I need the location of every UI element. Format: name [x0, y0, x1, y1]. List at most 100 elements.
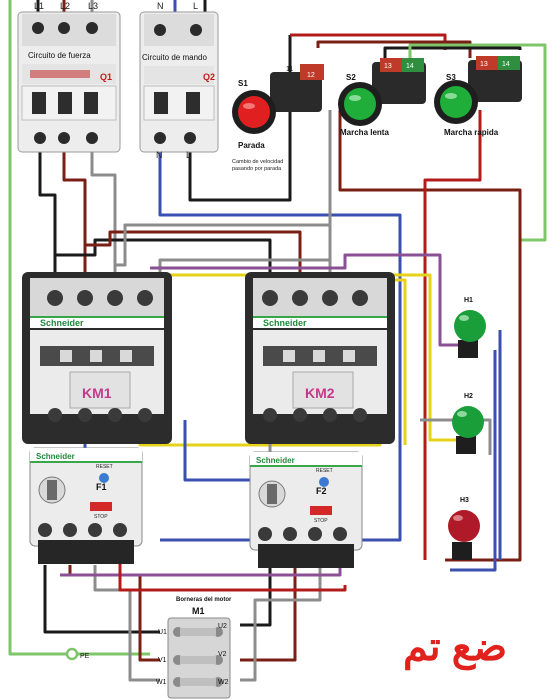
overload-relay-f2-stop: STOP [314, 518, 328, 524]
note-line-1: Cambio de velocidad [232, 159, 283, 165]
pushbutton-s1[interactable]: S1 11 12 Parada [232, 64, 324, 150]
pushbutton-s3[interactable]: S3 13 14 Marcha rapida [434, 56, 522, 137]
pushbutton-s3-label: Marcha rapida [444, 128, 499, 137]
wire-l3-km1 [90, 150, 117, 282]
contactor-km2-id: KM2 [305, 385, 335, 401]
pilot-lamp-h3-id: H3 [460, 497, 469, 504]
wire-s2-feed [383, 46, 522, 58]
wire-pe [8, 0, 150, 656]
overload-relay-f1-reset-button[interactable] [99, 473, 109, 483]
overload-relay-f1-id: F1 [96, 482, 107, 492]
wire-purple [150, 253, 470, 347]
terminal-w1: W1 [156, 679, 167, 686]
overload-relay-f1[interactable]: Schneider RESET F1 STOP [29, 447, 143, 564]
pilot-lamp-h1-id: H1 [464, 297, 473, 304]
note-line-2: pasando por parada [232, 166, 282, 172]
pushbutton-s1-contact-2: 12 [307, 72, 315, 79]
pilot-lamp-h3-lens [448, 510, 480, 542]
pilot-lamp-h2-id: H2 [464, 393, 473, 400]
pilot-lamp-h1-lens [454, 310, 486, 342]
wire-km1-f1-b [183, 420, 255, 482]
pushbutton-s2-cap[interactable] [344, 88, 376, 120]
pushbutton-s2-id: S2 [346, 73, 356, 82]
overload-relay-f2-brand: Schneider [256, 456, 295, 465]
wire-f2-u2 [240, 565, 272, 627]
pilot-lamp-h2: H2 [452, 393, 484, 454]
wire-f1-u1 [43, 565, 160, 634]
motor-terminal-block[interactable]: Borneras del motor M1 U1 V1 W1 U2 V2 W2 [156, 597, 232, 699]
breaker-q1-title: Circuito de fuerza [28, 51, 91, 60]
overload-relay-f2-reset-button[interactable] [319, 477, 329, 487]
terminal-l3-label: L3 [88, 1, 98, 11]
breaker-q1-lever-3[interactable] [84, 92, 98, 114]
wire-f1-v1 [68, 565, 160, 662]
motor-id: M1 [192, 606, 205, 616]
pushbutton-s3-id: S3 [446, 73, 456, 82]
breaker-q2-lever-1[interactable] [154, 92, 168, 114]
contactor-km1[interactable]: Schneider KM1 [22, 272, 172, 444]
pushbutton-s1-id: S1 [238, 79, 248, 88]
terminal-l-out-label: L [186, 150, 191, 160]
pilot-lamp-h3: H3 [448, 497, 480, 560]
pushbutton-s3-contact-2: 14 [502, 61, 510, 68]
pushbutton-s3-cap[interactable] [440, 86, 472, 118]
breaker-q1-lever-1[interactable] [32, 92, 46, 114]
terminal-w2: W2 [218, 679, 229, 686]
wire-km-coil-1 [158, 110, 332, 282]
breaker-q2[interactable]: N L Circuito de mando Q2 N L [139, 1, 219, 160]
pushbutton-s2[interactable]: S2 13 14 Marcha lenta [338, 58, 426, 137]
pe-terminal [65, 647, 79, 661]
contactor-km1-id: KM1 [82, 385, 112, 401]
pe-label: PE [80, 653, 90, 660]
breaker-q1-lever-2[interactable] [58, 92, 72, 114]
wire-l1-km2 [55, 238, 272, 282]
wire-f1-w1 [93, 565, 160, 682]
breaker-q1-id: Q1 [100, 72, 112, 82]
pushbutton-s1-cap[interactable] [238, 96, 270, 128]
wire-l1-km1 [38, 150, 57, 282]
wire-control-l [188, 35, 292, 202]
pushbutton-s2-label: Marcha lenta [340, 128, 389, 137]
breaker-q2-title: Circuito de mando [142, 53, 207, 62]
wire-f2-v2 [240, 565, 297, 662]
terminal-u1: U1 [158, 629, 167, 636]
wire-red-low [118, 555, 347, 592]
overload-relay-f1-stop-button[interactable] [90, 502, 112, 511]
breaker-q2-lever-2[interactable] [186, 92, 200, 114]
wire-s1-out [316, 40, 472, 58]
pilot-lamp-h2-lens [452, 406, 484, 438]
wire-grey-lamp [420, 418, 492, 455]
terminal-n-label: N [157, 1, 164, 11]
terminal-v2: V2 [218, 651, 227, 658]
overload-relay-f2-stop-button[interactable] [310, 506, 332, 515]
overload-relay-f1-reset: RESET [96, 464, 113, 470]
overload-relay-f1-stop: STOP [94, 514, 108, 520]
motor-title: Borneras del motor [176, 597, 232, 603]
watermark: ضع تم [403, 625, 507, 671]
pushbutton-s3-contact-1: 13 [480, 61, 488, 68]
contactor-km2-brand: Schneider [263, 318, 307, 328]
terminal-l1-label: L1 [34, 1, 44, 11]
terminal-l-label: L [193, 1, 198, 11]
overload-relay-f2-id: F2 [316, 486, 327, 496]
wire-l2-km2 [85, 230, 302, 282]
pushbutton-s1-label: Parada [238, 141, 265, 150]
contactor-km2[interactable]: Schneider KM2 [245, 272, 395, 444]
wire-lamp-common [450, 350, 497, 572]
pushbutton-s1-contact-1: 11 [286, 66, 293, 73]
overload-relay-f1-brand: Schneider [36, 452, 75, 461]
breaker-q1[interactable]: L1 L2 L3 Circuito de fuerza Q1 [17, 1, 121, 153]
terminal-l2-label: L2 [60, 1, 70, 11]
pilot-lamp-h1: H1 [454, 297, 486, 358]
overload-relay-f2-reset: RESET [316, 468, 333, 474]
terminal-v1: V1 [158, 657, 167, 664]
breaker-q2-id: Q2 [203, 72, 215, 82]
wire-l2-km1 [62, 150, 87, 282]
contactor-km1-brand: Schneider [40, 318, 84, 328]
overload-relay-f2[interactable]: Schneider RESET F2 STOP [249, 451, 363, 568]
wire-green-ctrl [408, 43, 547, 242]
terminal-n-out-label: N [156, 150, 163, 160]
terminal-u2: U2 [218, 623, 227, 630]
